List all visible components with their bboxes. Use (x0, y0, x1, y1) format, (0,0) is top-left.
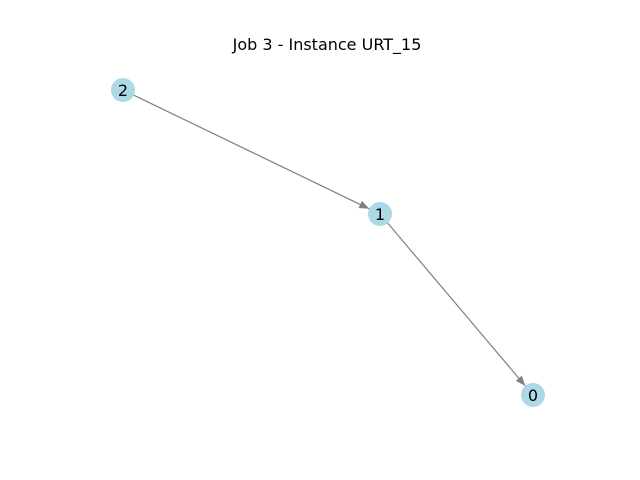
node-1[interactable]: 1 (368, 202, 392, 226)
node-1-circle[interactable] (368, 202, 392, 226)
edge-layer (133, 94, 526, 387)
node-0-label: 0 (528, 386, 538, 405)
edge-1-to-0 (387, 222, 526, 387)
node-2-circle[interactable] (111, 78, 135, 102)
edge-2-to-1 (133, 94, 370, 210)
node-layer: 2 1 0 (111, 78, 545, 407)
node-0[interactable]: 0 (521, 383, 545, 407)
node-1-label: 1 (375, 205, 385, 224)
node-2-label: 2 (118, 81, 128, 100)
node-2[interactable]: 2 (111, 78, 135, 102)
figure-title: Job 3 - Instance URT_15 (232, 35, 422, 55)
node-0-circle[interactable] (521, 383, 545, 407)
